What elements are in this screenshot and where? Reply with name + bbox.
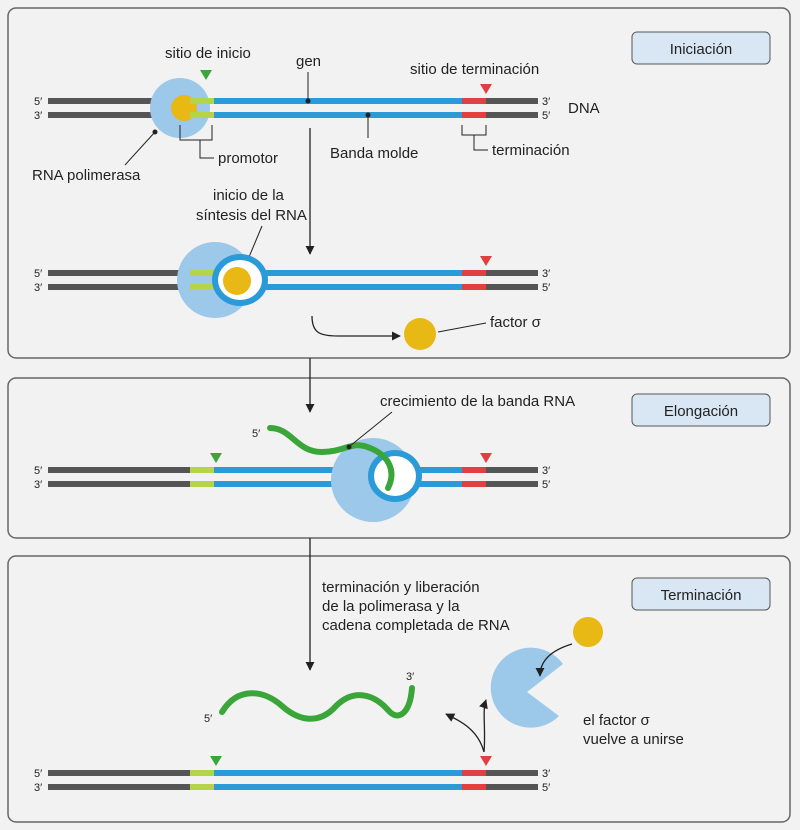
label-rna-growth: crecimiento de la banda RNA xyxy=(380,393,575,410)
label-release-1: terminación y liberación xyxy=(322,579,480,596)
end-label: 3′ xyxy=(542,268,550,280)
end-label: 5′ xyxy=(204,713,212,725)
stage-label-elongation: Elongación xyxy=(631,393,771,427)
end-label: 3′ xyxy=(34,479,42,491)
end-label: 5′ xyxy=(34,268,42,280)
label-termination: terminación xyxy=(492,142,570,159)
end-label: 3′ xyxy=(406,671,414,683)
stage-termination-text: Terminación xyxy=(661,587,742,604)
dna-strand-4 xyxy=(48,770,538,790)
end-label: 3′ xyxy=(34,782,42,794)
start-site-marker-1 xyxy=(200,70,212,80)
termination-site-marker-1 xyxy=(480,84,492,94)
end-label: 5′ xyxy=(34,768,42,780)
sigma-factor-1 xyxy=(404,318,436,350)
end-label: 5′ xyxy=(542,110,550,122)
end-label: 5′ xyxy=(542,782,550,794)
label-release-3: cadena completada de RNA xyxy=(322,617,510,634)
rna-polymerase-free xyxy=(490,647,563,728)
end-label: 3′ xyxy=(34,110,42,122)
panel-termination: Terminación terminación y liberación de … xyxy=(7,538,791,823)
label-gene: gen xyxy=(296,53,321,70)
start-site-marker-3 xyxy=(210,453,222,463)
label-sigma-factor: factor σ xyxy=(490,314,542,331)
panel-initiation: Iniciación 5′ 3′ 3′ 5′ sitio de inicio g… xyxy=(7,7,791,359)
dna-strand-2 xyxy=(48,270,538,290)
label-termination-site: sitio de terminación xyxy=(410,61,539,78)
end-label: 5′ xyxy=(542,479,550,491)
end-label: 5′ xyxy=(34,465,42,477)
start-site-marker-4 xyxy=(210,756,222,766)
rna-growing-strand xyxy=(267,425,395,491)
rna-polymerase-3 xyxy=(331,438,422,522)
label-sigma-rejoin-1: el factor σ xyxy=(583,712,651,729)
label-release-2: de la polimerasa y la xyxy=(322,598,460,615)
label-sigma-rejoin-2: vuelve a unirse xyxy=(583,731,684,748)
end-label: 3′ xyxy=(34,282,42,294)
end-label: 3′ xyxy=(542,465,550,477)
label-template-strand: Banda molde xyxy=(330,145,418,162)
panel-elongation: Elongación 5′ 5′ 3′ 3′ 5′ crecimiento de… xyxy=(7,358,791,539)
stage-label-termination: Terminación xyxy=(631,577,771,611)
label-promoter: promotor xyxy=(218,150,278,167)
termination-site-marker-4 xyxy=(480,756,492,766)
label-rna-synthesis-1: inicio de la xyxy=(213,187,285,204)
termination-site-marker-2 xyxy=(480,256,492,266)
label-dna: DNA xyxy=(568,100,600,117)
label-rna-polymerase: RNA polimerasa xyxy=(32,167,141,184)
label-start-site: sitio de inicio xyxy=(165,45,251,62)
dna-strand-3 xyxy=(48,467,538,487)
end-label: 5′ xyxy=(252,428,260,440)
end-label: 3′ xyxy=(542,96,550,108)
end-label: 5′ xyxy=(542,282,550,294)
rna-polymerase-1 xyxy=(150,78,214,138)
label-rna-synthesis-2: síntesis del RNA xyxy=(196,207,307,224)
rna-polymerase-2 xyxy=(177,242,268,318)
stage-label-initiation: Iniciación xyxy=(631,31,771,65)
rna-completed-strand xyxy=(219,685,415,722)
termination-site-marker-3 xyxy=(480,453,492,463)
dna-strand-1 xyxy=(48,98,538,118)
end-label: 3′ xyxy=(542,768,550,780)
end-label: 5′ xyxy=(34,96,42,108)
stage-elongation-text: Elongación xyxy=(664,403,738,420)
stage-initiation-text: Iniciación xyxy=(670,41,733,58)
sigma-factor-2 xyxy=(573,617,603,647)
